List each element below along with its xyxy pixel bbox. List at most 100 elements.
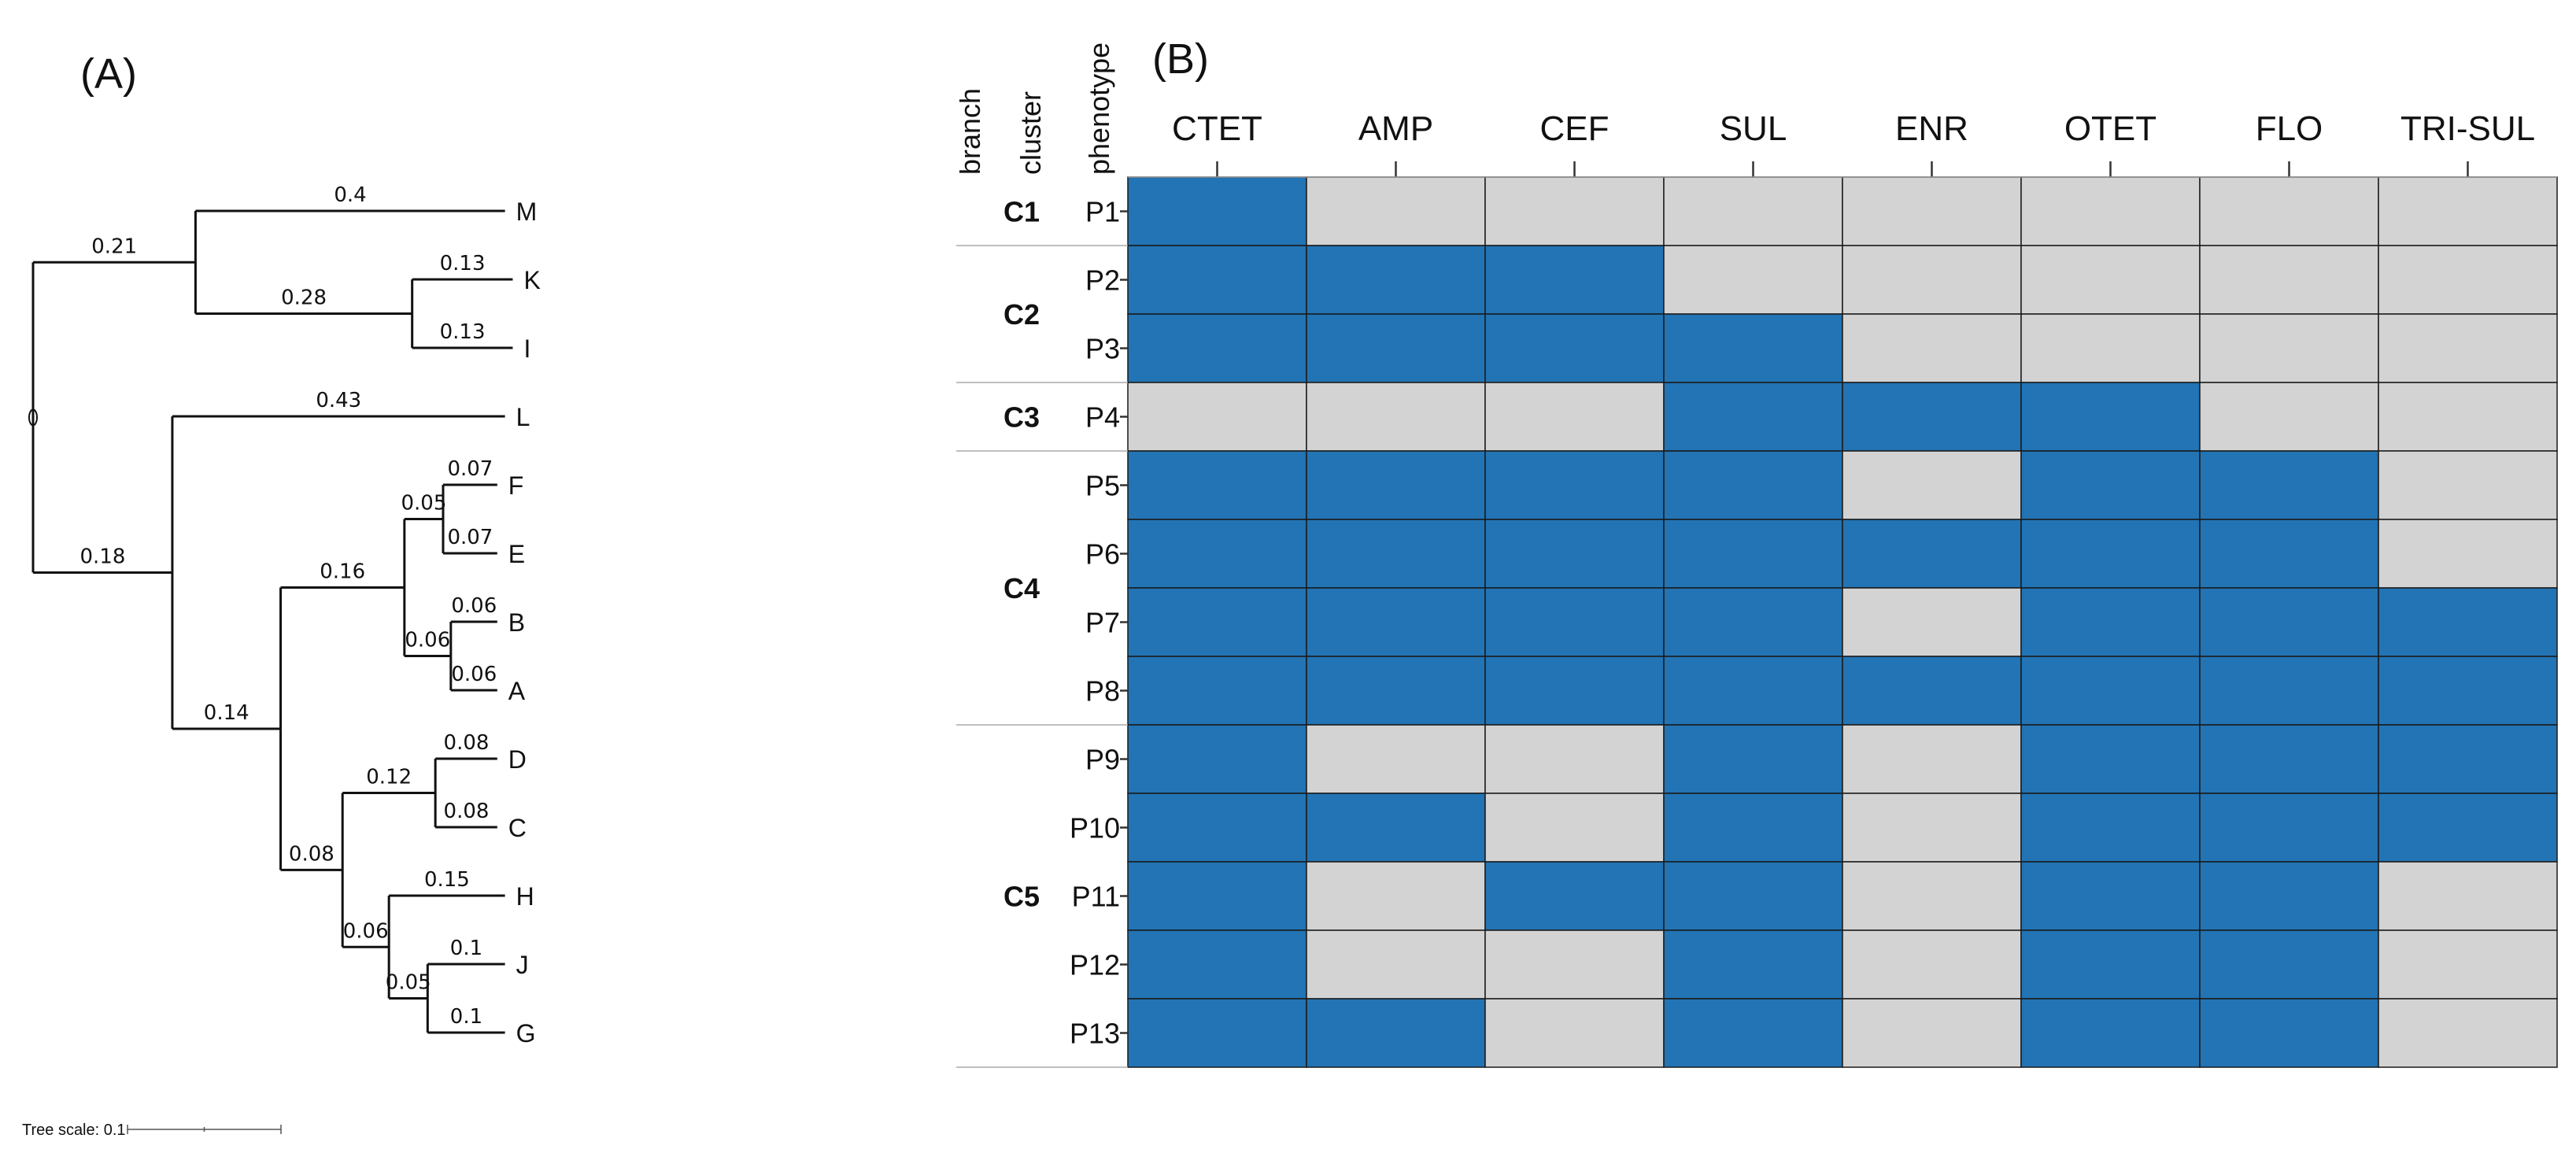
heatmap-cell-P9-AMP	[1306, 724, 1486, 794]
heatmap-cell-P13-ENR	[1842, 998, 2022, 1068]
branch-length-label: 0.16	[320, 560, 365, 584]
leaf-label-E: E	[508, 540, 525, 568]
heatmap-cell-P2-SUL	[1663, 245, 1843, 315]
heatmap-cell-P12-FLO	[2199, 929, 2379, 1000]
branch-length-label: 0.12	[366, 766, 412, 789]
heatmap-cell-P3-OTET	[2020, 313, 2201, 383]
leaf-label-F: F	[508, 471, 524, 500]
row-label-P5: P5	[1085, 470, 1120, 502]
heatmap-cell-P1-TRI-SUL	[2378, 176, 2558, 246]
tree-scale: Tree scale: 0.1	[22, 1122, 282, 1139]
heatmap-cell-P9-CEF	[1484, 724, 1665, 794]
heatmap-cell-P11-SUL	[1663, 861, 1843, 931]
branch-length-label: 0.05	[386, 971, 431, 995]
leaf-label-H: H	[516, 882, 534, 911]
heatmap-cell-P9-ENR	[1842, 724, 2022, 794]
branch-length-label: 0.06	[451, 663, 497, 686]
leaf-label-I: I	[523, 334, 530, 363]
heatmap-cell-P1-AMP	[1306, 176, 1486, 246]
branch-length-label: 0.1	[450, 1005, 482, 1029]
branch-length-label: 0.06	[451, 594, 497, 618]
heatmap-cell-P11-AMP	[1306, 861, 1486, 931]
heatmap-cell-P3-ENR	[1842, 313, 2022, 383]
heatmap-cell-P1-CTET	[1127, 176, 1307, 246]
heatmap-cell-P13-CEF	[1484, 998, 1665, 1068]
heatmap-cell-P1-SUL	[1663, 176, 1843, 246]
branch-length-label: 0.21	[91, 235, 137, 258]
heatmap-cell-P5-AMP	[1306, 450, 1486, 520]
panel-label-a: (A)	[80, 50, 137, 98]
heatmap-cell-P1-OTET	[2020, 176, 2201, 246]
heatmap-cell-P6-OTET	[2020, 519, 2201, 589]
heatmap-cell-P11-OTET	[2020, 861, 2201, 931]
branch-length-label: 0.08	[444, 800, 490, 823]
heatmap-cell-P11-CTET	[1127, 861, 1307, 931]
leaf-label-G: G	[516, 1019, 536, 1048]
heatmap-cell-P10-AMP	[1306, 793, 1486, 863]
heatmap-cell-P9-TRI-SUL	[2378, 724, 2558, 794]
leaf-label-M: M	[516, 198, 538, 226]
branch-length-label: 0.43	[316, 389, 361, 412]
heatmap-cell-P4-FLO	[2199, 382, 2379, 452]
heatmap-cell-P12-SUL	[1663, 929, 1843, 1000]
row-label-P13: P13	[1070, 1018, 1120, 1050]
heatmap-cell-P5-ENR	[1842, 450, 2022, 520]
heatmap-cell-P3-TRI-SUL	[2378, 313, 2558, 383]
column-header-SUL: SUL	[1720, 109, 1787, 148]
heatmap-cell-P13-AMP	[1306, 998, 1486, 1068]
heatmap-cell-P11-CEF	[1484, 861, 1665, 931]
branch-length-label: 0.18	[80, 545, 126, 568]
heatmap-cell-P8-SUL	[1663, 656, 1843, 726]
leaf-label-J: J	[516, 951, 529, 979]
heatmap-cell-P2-AMP	[1306, 245, 1486, 315]
heatmap-cell-P12-CEF	[1484, 929, 1665, 1000]
heatmap-cell-P2-ENR	[1842, 245, 2022, 315]
heatmap-cell-P5-OTET	[2020, 450, 2201, 520]
heatmap-cell-P2-CTET	[1127, 245, 1307, 315]
heatmap-cell-P7-CEF	[1484, 587, 1665, 657]
branch-length-label: 0.06	[405, 629, 450, 652]
cluster-label-C2: C2	[1003, 298, 1040, 331]
heatmap-cell-P13-TRI-SUL	[2378, 998, 2558, 1068]
heatmap-cell-P13-OTET	[2020, 998, 2201, 1068]
heatmap-cell-P13-FLO	[2199, 998, 2379, 1068]
heatmap-cell-P2-CEF	[1484, 245, 1665, 315]
column-header-ENR: ENR	[1895, 109, 1968, 148]
heatmap-cell-P13-SUL	[1663, 998, 1843, 1068]
heatmap-cell-P4-AMP	[1306, 382, 1486, 452]
heatmap-cell-P10-FLO	[2199, 793, 2379, 863]
cluster-label-C1: C1	[1003, 196, 1040, 228]
column-header-OTET: OTET	[2064, 109, 2157, 148]
heatmap-cell-P10-ENR	[1842, 793, 2022, 863]
heatmap-cell-P10-OTET	[2020, 793, 2201, 863]
heatmap-cell-P10-SUL	[1663, 793, 1843, 863]
branch-length-label: 0.08	[444, 731, 490, 755]
heatmap-cell-P5-CTET	[1127, 450, 1307, 520]
heatmap-cell-P9-OTET	[2020, 724, 2201, 794]
column-header-CTET: CTET	[1172, 109, 1262, 148]
heatmap-cell-P1-CEF	[1484, 176, 1665, 246]
heatmap-cell-P12-CTET	[1127, 929, 1307, 1000]
heatmap-cell-P6-CTET	[1127, 519, 1307, 589]
heatmap-cell-P5-FLO	[2199, 450, 2379, 520]
cluster-label-C3: C3	[1003, 401, 1040, 434]
root-marker	[28, 408, 38, 427]
branch-length-label: 0.1	[450, 937, 482, 960]
heatmap-cell-P7-AMP	[1306, 587, 1486, 657]
branch-length-label: 0.4	[334, 183, 366, 207]
leaf-label-C: C	[508, 814, 527, 842]
heatmap-cell-P8-AMP	[1306, 656, 1486, 726]
heatmap-cell-P7-FLO	[2199, 587, 2379, 657]
heatmap-cell-P3-AMP	[1306, 313, 1486, 383]
branch-length-label: 0.07	[447, 457, 493, 481]
heatmap-cell-P3-FLO	[2199, 313, 2379, 383]
heatmap-cell-P6-AMP	[1306, 519, 1486, 589]
heatmap-cell-P7-OTET	[2020, 587, 2201, 657]
row-label-P2: P2	[1085, 264, 1120, 297]
heatmap-cell-P6-TRI-SUL	[2378, 519, 2558, 589]
heatmap-cell-P4-CTET	[1127, 382, 1307, 452]
panel-label-b: (B)	[1152, 35, 1209, 83]
heatmap-cell-P7-CTET	[1127, 587, 1307, 657]
heatmap-cell-P4-CEF	[1484, 382, 1665, 452]
